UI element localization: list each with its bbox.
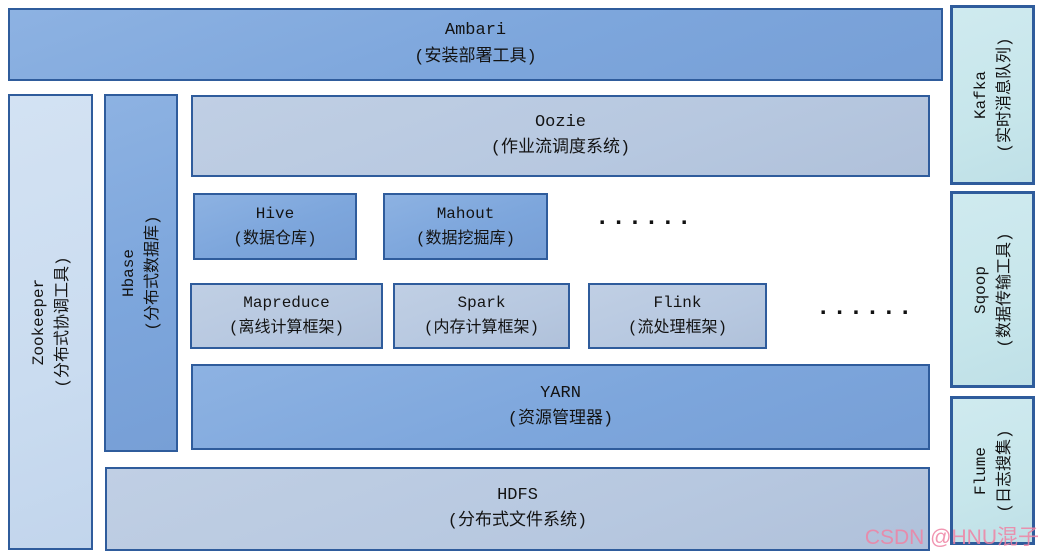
mahout-name: Mahout [436,204,495,223]
ambari-box: Ambari (安装部署工具) [8,8,943,81]
yarn-box: YARN (资源管理器) [191,364,930,450]
sqoop-box: Sqoop (数据传输工具) [950,191,1035,388]
hive-name: Hive [255,204,295,223]
kafka-name: Kafka [971,71,990,120]
oozie-name: Oozie [534,112,586,132]
spark-box: Spark (内存计算框架) [393,283,570,349]
zookeeper-name: Zookeeper [29,278,48,366]
zookeeper-vertical-text: Zookeeper (分布式协调工具) [27,256,75,387]
mapreduce-box: Mapreduce (离线计算框架) [190,283,383,349]
spark-name: Spark [457,294,506,313]
sqoop-desc: (数据传输工具) [995,231,1014,348]
spark-desc: (内存计算框架) [423,319,540,337]
hdfs-name: HDFS [497,485,538,505]
ambari-desc: (安装部署工具) [414,47,537,67]
hive-box: Hive (数据仓库) [193,193,357,260]
hbase-box: Hbase (分布式数据库) [104,94,178,452]
flume-box: Flume (日志搜集) [950,396,1035,545]
kafka-vertical-text: Kafka (实时消息队列) [969,37,1017,152]
flume-vertical-text: Flume (日志搜集) [969,429,1017,512]
hbase-desc: (分布式数据库) [144,215,162,331]
hive-desc: (数据仓库) [233,229,317,248]
oozie-desc: (作业流调度系统) [490,139,631,158]
sqoop-vertical-text: Sqoop (数据传输工具) [969,232,1017,347]
mapreduce-desc: (离线计算框架) [228,319,345,337]
flink-box: Flink (流处理框架) [588,283,767,349]
mahout-desc: (数据挖掘库) [415,229,516,248]
hbase-vertical-text: Hbase (分布式数据库) [117,215,165,330]
kafka-box: Kafka (实时消息队列) [950,5,1035,185]
yarn-name: YARN [540,383,581,403]
flink-desc: (流处理框架) [627,319,728,337]
csdn-watermark: CSDN @HNU混子 [864,526,1039,549]
oozie-box: Oozie (作业流调度系统) [191,95,930,177]
flume-desc: (日志搜集) [995,428,1014,513]
sqoop-name: Sqoop [971,265,990,314]
zookeeper-box: Zookeeper (分布式协调工具) [8,94,93,550]
flume-name: Flume [971,446,990,495]
hdfs-box: HDFS (分布式文件系统) [105,467,930,551]
hbase-name: Hbase [120,249,138,298]
row2-ellipsis: ...... [595,205,694,232]
kafka-desc: (实时消息队列) [995,37,1014,153]
flink-name: Flink [653,294,702,313]
hdfs-desc: (分布式文件系统) [447,512,588,531]
yarn-desc: (资源管理器) [507,410,614,429]
mahout-box: Mahout (数据挖掘库) [383,193,548,260]
ambari-name: Ambari [444,21,507,41]
row3-ellipsis: ...... [816,295,915,322]
mapreduce-name: Mapreduce [243,294,330,313]
zookeeper-desc: (分布式协调工具) [53,256,72,388]
